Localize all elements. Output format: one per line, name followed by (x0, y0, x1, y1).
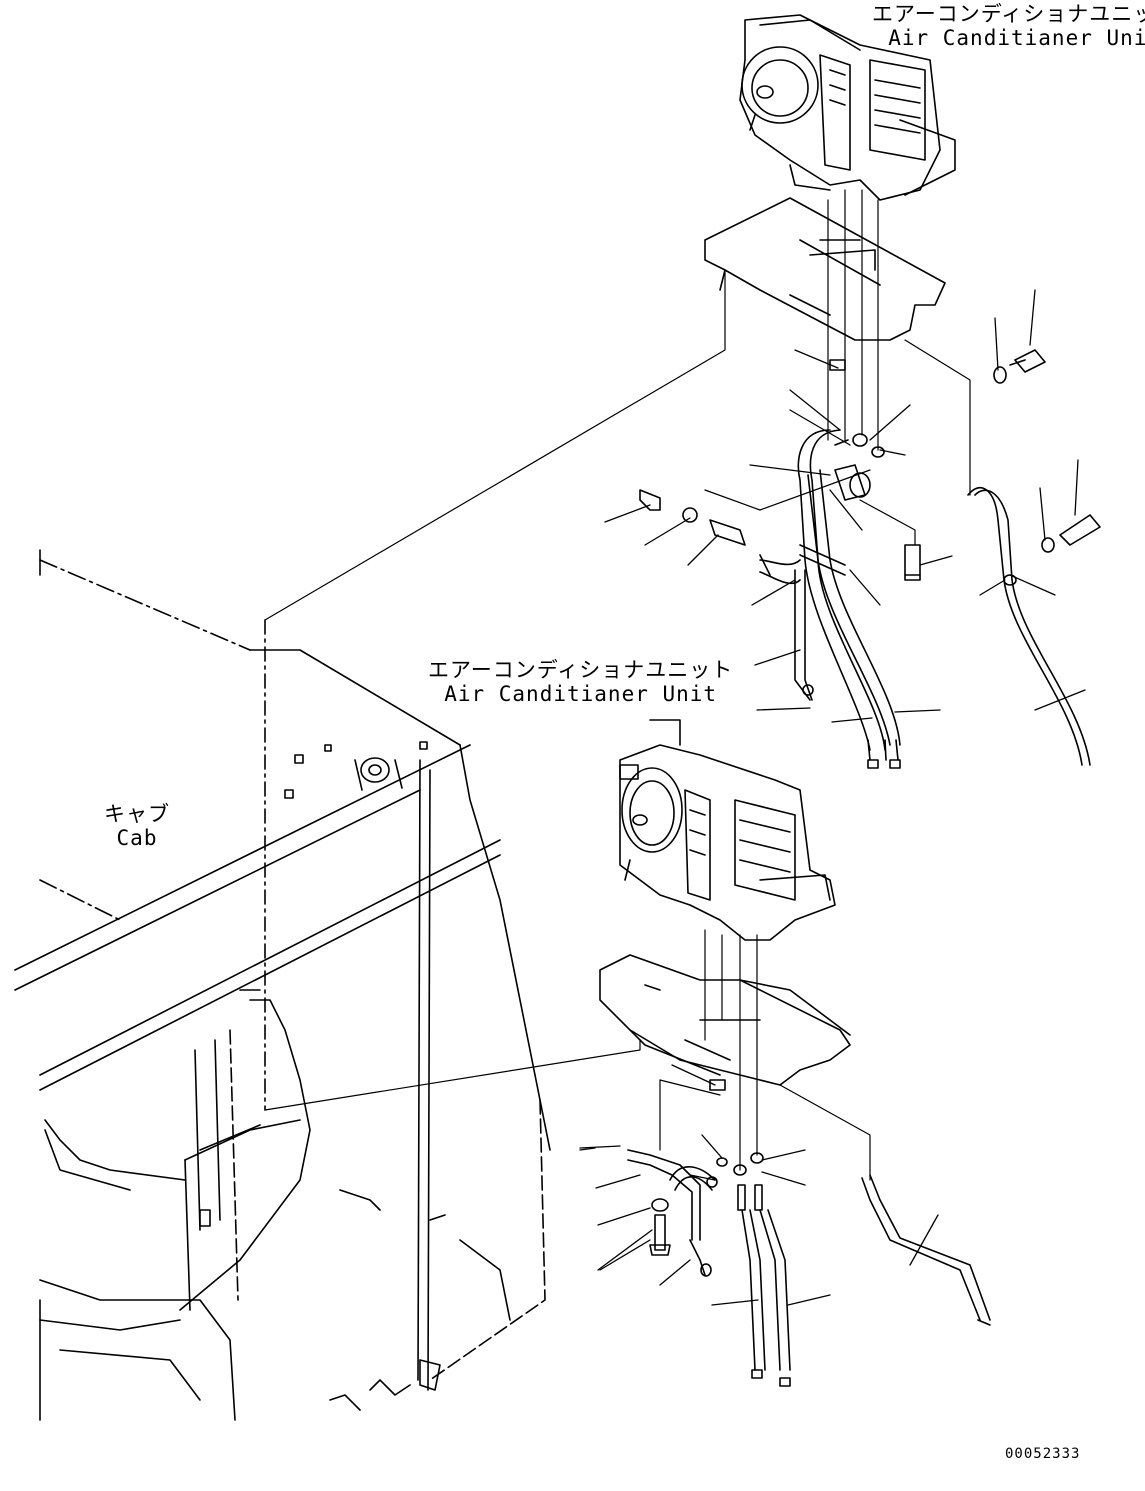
hoses-mid (627, 1079, 991, 1387)
ac-unit-top-label-en: Air Canditianer Unit (888, 26, 1145, 50)
ac-unit-top-label: エアーコンディショナユニット Air Canditianer Unit (872, 2, 1145, 50)
mounting-plate-mid (599, 954, 851, 1086)
cab-outline (14, 549, 551, 1421)
ac-unit-mid-label-en: Air Canditianer Unit (444, 682, 718, 706)
assembly-lines-top (264, 189, 971, 621)
ac-unit-top-label-jp: エアーコンディショナユニット (872, 2, 1145, 26)
mounting-plate-top (704, 197, 946, 341)
drawing-number: 00052333 (1005, 1446, 1081, 1462)
cab-label: キャブ Cab (104, 802, 170, 850)
callout-leaders-mid (579, 1064, 939, 1306)
hoses-top (759, 429, 1091, 769)
assembly-lines-mid (264, 929, 871, 1181)
callout-leaders-top (604, 289, 1086, 723)
cab-label-jp: キャブ (104, 802, 170, 826)
ac-unit-mid-label-jp: エアーコンディショナユニット (428, 658, 734, 682)
cab-label-en: Cab (116, 826, 158, 850)
ac-unit-mid (619, 719, 836, 941)
ac-unit-mid-label: エアーコンディショナユニット Air Canditianer Unit (428, 658, 733, 706)
fasteners-top (639, 349, 1101, 581)
ac-unit-top (739, 14, 956, 201)
